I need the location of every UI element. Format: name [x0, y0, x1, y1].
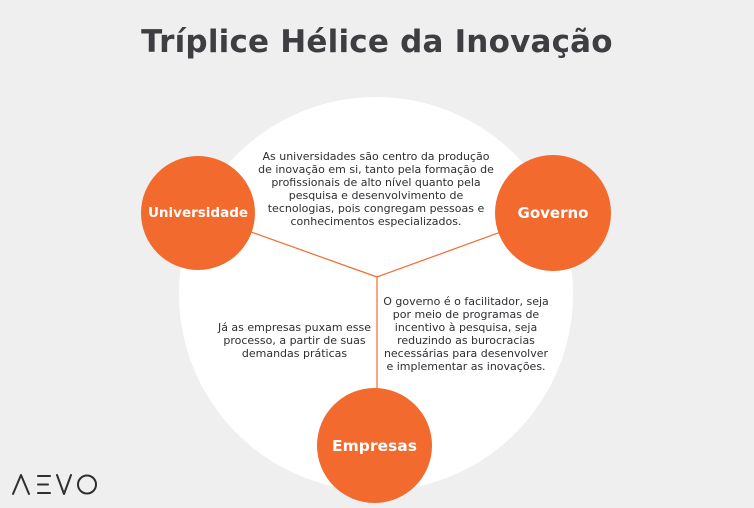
- node-governo-label: Governo: [517, 204, 589, 222]
- aevo-logo: [12, 474, 97, 495]
- empresas-description: Já as empresas puxam esse processo, a pa…: [217, 321, 372, 360]
- node-universidade-label: Universidade: [147, 205, 249, 221]
- universidade-description: As universidades são centro da produção …: [258, 150, 494, 228]
- governo-description: O governo é o facilitador, seja por meio…: [383, 295, 549, 373]
- node-universidade: Universidade: [141, 156, 255, 270]
- node-empresas-label: Empresas: [332, 436, 417, 455]
- node-empresas: Empresas: [317, 388, 432, 503]
- node-governo: Governo: [495, 155, 611, 271]
- page-title: Tríplice Hélice da Inovação: [141, 24, 613, 60]
